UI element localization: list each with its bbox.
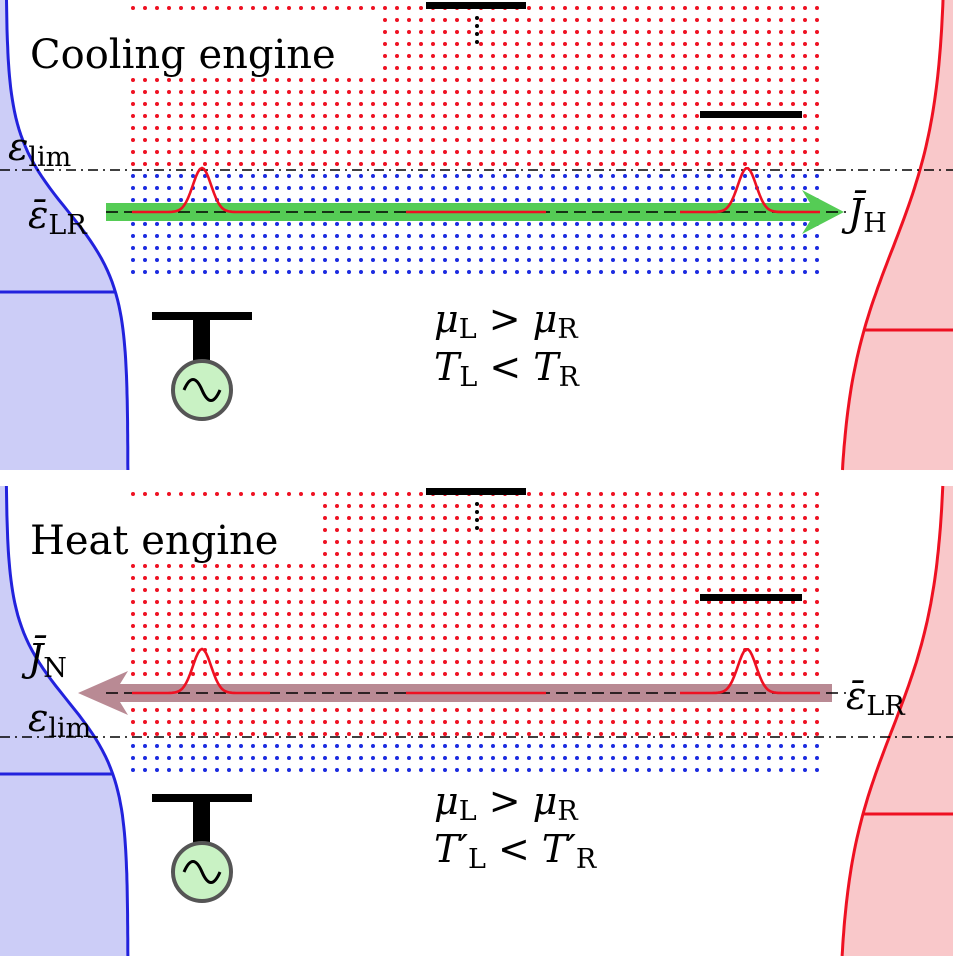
temperature-relation: T′L < T′R [434,827,597,875]
dot-lattice [131,6,819,274]
panel-title: Heat engine [30,518,278,564]
vertical-dots-icon [475,16,479,44]
top-energy-level [426,2,526,9]
temperature-relation: TL < TR [434,345,580,393]
left-fermi-curve [4,485,130,956]
left-reservoir-fill [0,0,128,470]
ac-source-icon [171,359,233,421]
flux-label: J̄N [21,636,67,684]
epsilon-lim-label: εlim [8,125,71,173]
right-energy-level [700,594,802,601]
panel-title-box: Heat engine [18,502,320,564]
left-fermi-curve [5,0,130,471]
right-fermi-curve [841,0,945,471]
panel-title-box: Cooling engine [18,16,380,78]
epsilon-lr-label: ε̄LR [28,193,87,241]
gate-electrode [152,794,252,844]
right-reservoir-fill [842,0,953,470]
right-reservoir-fill [842,486,953,956]
top-energy-level [426,488,526,495]
epsilon-lim-label: εlim [28,696,91,744]
right-fermi-curve [840,485,945,956]
ac-source-icon [171,841,233,903]
right-energy-level [700,111,802,118]
flux-label: J̄H [841,191,887,239]
vertical-dots-icon [475,502,479,530]
chemical-potential-relation: μL > μR [434,297,578,345]
panel-title: Cooling engine [30,32,336,78]
resonant-level-curves [132,166,820,214]
epsilon-lr-label: ε̄LR [846,674,905,722]
panel-heat: Heat engine εlim ε̄LR J̄N μL > μRT′L < T′R [0,485,953,956]
left-reservoir-fill [0,486,128,956]
chemical-potential-relation: μL > μR [434,779,578,827]
resonant-level-curves [132,647,820,695]
gate-electrode [152,312,252,362]
